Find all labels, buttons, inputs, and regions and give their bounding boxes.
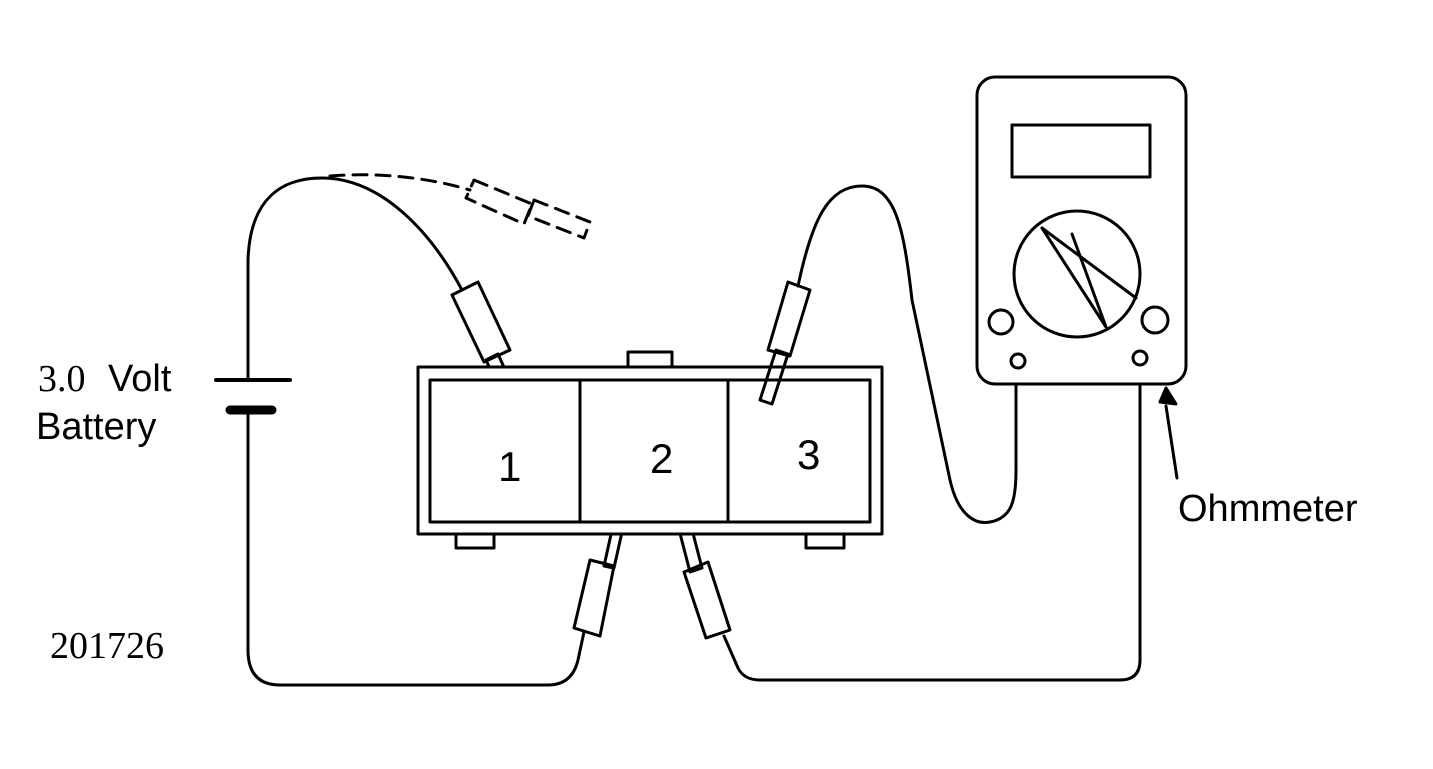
- terminal-2-label: 2: [650, 435, 674, 482]
- ohmmeter-label: Ohmmeter: [1178, 488, 1358, 530]
- battery-unit-label: Volt: [108, 358, 172, 400]
- terminal-3-label: 3: [797, 431, 821, 478]
- battery-positive-wire: [246, 176, 464, 382]
- battery-negative-wire: [246, 410, 586, 687]
- alternate-lead-dashed: [328, 173, 592, 240]
- figure-id-label: 201726: [50, 625, 164, 667]
- meter-lead-wire-right: [722, 360, 1142, 682]
- lead-probe-terminal-3: [758, 280, 812, 406]
- meter-lead-wire-left: [796, 184, 1018, 524]
- component-housing: [416, 350, 884, 550]
- ohmmeter: [975, 75, 1188, 386]
- ohmmeter-pointer-arrow: [1158, 386, 1179, 480]
- battery-voltage-label: 3.0: [38, 358, 86, 400]
- battery-word-label: Battery: [36, 406, 157, 448]
- terminal-1-label: 1: [498, 443, 522, 490]
- battery-symbol: [214, 378, 292, 415]
